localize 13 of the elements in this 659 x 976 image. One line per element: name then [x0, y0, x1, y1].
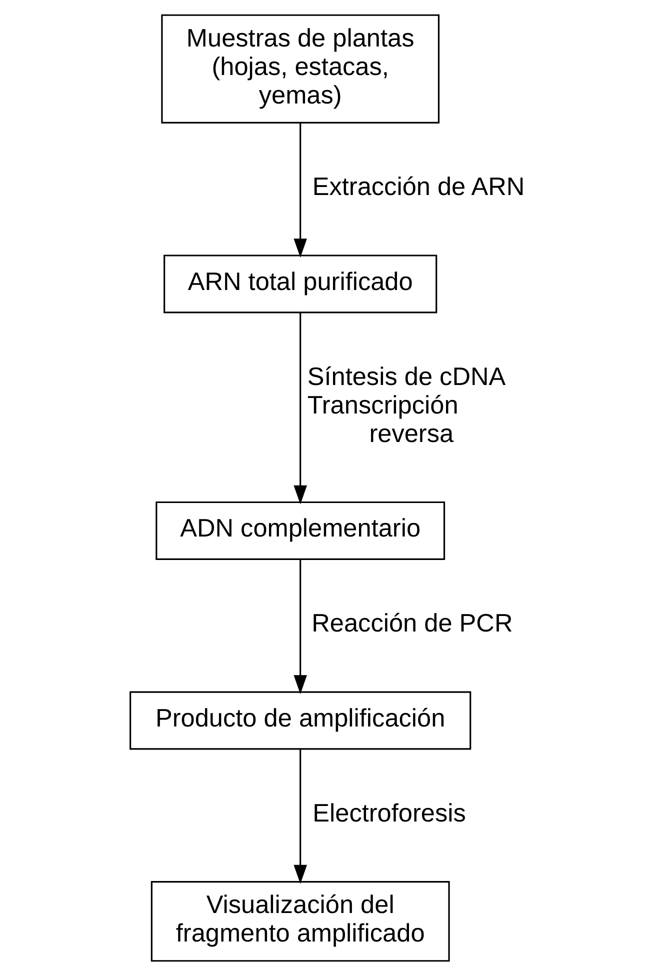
arrow: [293, 559, 306, 694]
edge-label: Reacción de PCR: [311, 610, 512, 638]
node-box: Muestras de plantas (hojas, estacas, yemas): [160, 14, 440, 124]
node-box: ARN total purificado: [163, 254, 437, 314]
arrow: [293, 122, 306, 258]
edge-label: Síntesis de cDNA Transcripción reversa: [306, 362, 506, 448]
edge-label: Extracción de ARN: [312, 173, 524, 202]
arrow: [293, 749, 306, 884]
arrow: [293, 312, 306, 504]
node-box: Visualización del fragmento amplificado: [150, 881, 450, 962]
node-box: Producto de amplificación: [129, 691, 471, 750]
edge-label: Electroforesis: [312, 799, 466, 828]
node-box: ADN complementario: [155, 501, 445, 560]
